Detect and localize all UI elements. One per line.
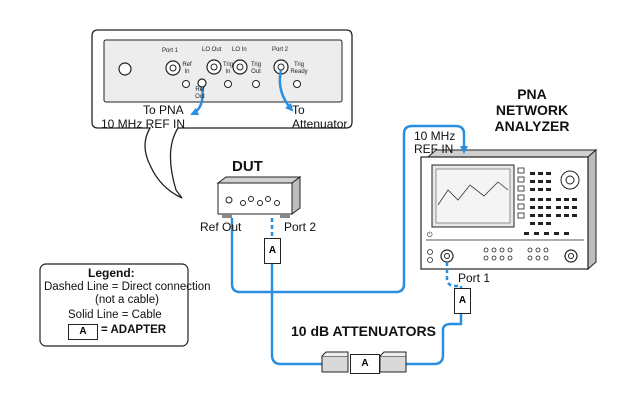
attenuator-right (379, 351, 407, 373)
panel-connector-lo-out[interactable] (206, 59, 222, 75)
panel-label-trig-ready: Trig Ready (290, 62, 308, 75)
pna-title: PNA NETWORK ANALYZER (488, 86, 576, 134)
legend-adapter-symbol: A (68, 324, 98, 340)
pna-instrument: ⏻ (420, 148, 598, 271)
legend-dashed-line: Dashed Line = Direct connection (44, 281, 211, 293)
panel-label-ref-out: Ref Out (195, 87, 205, 100)
cable-ref-out-to-ref-in (230, 124, 468, 294)
pna-port1-label: Port 1 (458, 271, 491, 285)
panel-label-trig-in: Trig In (222, 62, 234, 75)
arrow-to-attenuator (278, 69, 294, 112)
rear-panel (103, 39, 343, 103)
panel-connector-trig-in[interactable] (224, 80, 232, 88)
dut-port2-label: Port 2 (284, 220, 317, 234)
adapter-pna-port1: A (454, 288, 471, 314)
pna-title-line-2: NETWORK (495, 102, 569, 118)
pna-ref-in-line-2: REF IN (414, 142, 454, 156)
callout-to: To (292, 103, 305, 117)
panel-label-trig-out: Trig Out (250, 62, 262, 75)
panel-label-ref-in: Ref In (182, 62, 192, 75)
callout-to-pna: To PNA (143, 103, 184, 117)
panel-label-port1: Port 1 (162, 48, 179, 54)
panel-connector-port1[interactable] (165, 60, 181, 76)
panel-connector-ref-out[interactable] (197, 78, 207, 88)
panel-hole (118, 62, 132, 76)
panel-connector-trig-ready[interactable] (293, 80, 301, 88)
arrow-to-pna-ref-in (190, 86, 204, 116)
callout-ref-in: 10 MHz REF IN (101, 117, 186, 131)
cable-attenuators-to-port1 (406, 313, 463, 366)
callout-attenuator: Attenuator (292, 117, 348, 131)
panel-label-lo-out: LO Out (202, 47, 222, 53)
panel-connector-lo-in[interactable] (232, 59, 248, 75)
cable-adapter-to-attenuators (270, 263, 322, 366)
legend-title: Legend: (88, 266, 135, 280)
svg-text:⏻: ⏻ (427, 231, 433, 239)
panel-connector-port2[interactable] (273, 59, 289, 75)
dut-ref-out-label: Ref Out (200, 220, 242, 234)
dashed-port1-to-adapter (445, 262, 463, 288)
panel-label-lo-in: LO In (232, 47, 247, 53)
pna-ref-in-line-1: 10 MHz (414, 129, 456, 143)
adapter-dut-port2: A (264, 238, 281, 264)
dut-box (216, 176, 302, 218)
pna-title-line-3: ANALYZER (494, 118, 570, 134)
panel-label-port2: Port 2 (272, 47, 289, 53)
panel-connector-ref-in[interactable] (182, 80, 190, 88)
pna-title-line-1: PNA (517, 86, 547, 102)
legend-not-a-cable: (not a cable) (95, 294, 159, 306)
adapter-between-attenuators: A (350, 354, 380, 374)
panel-connector-trig-out[interactable] (252, 80, 260, 88)
legend-solid-line: Solid Line = Cable (68, 309, 162, 321)
dut-title: DUT (232, 158, 263, 175)
legend-adapter-text: = ADAPTER (101, 324, 167, 336)
attenuator-left (321, 351, 349, 373)
attenuators-label: 10 dB ATTENUATORS (291, 323, 436, 339)
